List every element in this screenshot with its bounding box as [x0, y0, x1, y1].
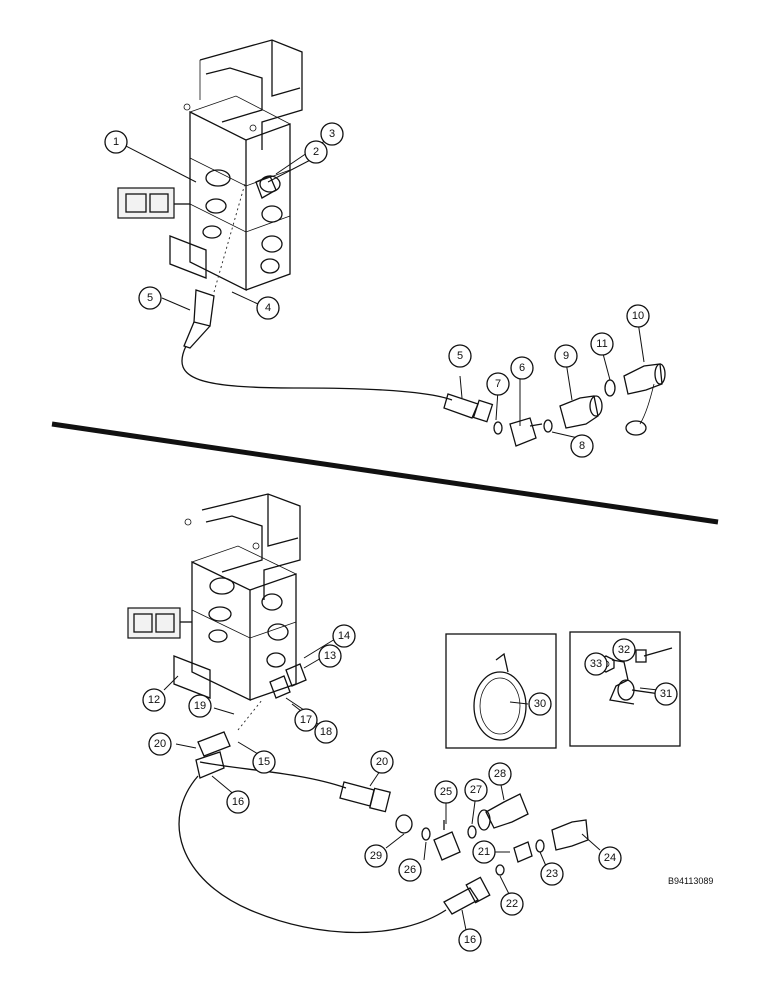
svg-text:18: 18	[320, 726, 332, 738]
svg-text:16: 16	[232, 796, 244, 808]
svg-text:1: 1	[113, 136, 119, 148]
reference-code: B94113089	[668, 876, 713, 886]
callout-33: 33	[584, 652, 608, 676]
callout-20: 20	[370, 750, 394, 774]
callout-14: 14	[332, 624, 356, 648]
callout-29: 29	[364, 844, 388, 868]
hose-assembly-top	[181, 179, 494, 423]
svg-text:23: 23	[546, 868, 558, 880]
svg-text:10: 10	[632, 310, 644, 322]
hose-assembly-bottom	[178, 699, 491, 934]
callout-24: 24	[598, 846, 622, 870]
svg-text:29: 29	[370, 850, 382, 862]
svg-text:31: 31	[660, 688, 672, 700]
svg-text:22: 22	[506, 898, 518, 910]
callout-19: 19	[188, 694, 212, 718]
callout-2: 2	[304, 140, 328, 164]
callout-7: 7	[486, 372, 510, 396]
callout-12: 12	[142, 688, 166, 712]
svg-text:6: 6	[519, 362, 525, 374]
callout-3: 3	[320, 122, 344, 146]
svg-text:17: 17	[300, 714, 312, 726]
callout-15: 15	[252, 750, 276, 774]
svg-text:24: 24	[604, 852, 616, 864]
callout-10: 10	[626, 304, 650, 328]
svg-text:26: 26	[404, 864, 416, 876]
callouts: 1 2 3 4 5 5 6 7 8 9 10 11 12 13 14 15 16…	[104, 122, 678, 952]
svg-text:14: 14	[338, 630, 350, 642]
callout-6: 6	[510, 356, 534, 380]
callout-28: 28	[488, 762, 512, 786]
svg-text:5: 5	[457, 350, 463, 362]
callout-22: 22	[500, 892, 524, 916]
callout-21: 21	[472, 840, 496, 864]
callout-23: 23	[540, 862, 564, 886]
svg-text:3: 3	[329, 128, 335, 140]
callout-20: 20	[148, 732, 172, 756]
control-valve-bottom	[127, 493, 307, 702]
callout-27: 27	[464, 778, 488, 802]
callout-26: 26	[398, 858, 422, 882]
svg-text:11: 11	[596, 338, 607, 350]
svg-text:7: 7	[495, 378, 501, 390]
callout-25: 25	[434, 780, 458, 804]
callout-leaders	[125, 135, 659, 931]
svg-text:21: 21	[478, 846, 490, 858]
svg-text:20: 20	[376, 756, 388, 768]
svg-text:19: 19	[194, 700, 206, 712]
svg-text:33: 33	[590, 658, 602, 670]
svg-text:20: 20	[154, 738, 166, 750]
control-valve-top	[117, 39, 303, 292]
svg-text:27: 27	[470, 784, 482, 796]
callout-9: 9	[554, 344, 578, 368]
svg-text:8: 8	[579, 440, 585, 452]
callout-30: 30	[528, 692, 552, 716]
callout-16: 16	[458, 928, 482, 952]
callout-17: 17	[294, 708, 318, 732]
callout-1: 1	[104, 130, 128, 154]
inset-clamp	[445, 633, 557, 749]
callout-5: 5	[448, 344, 472, 368]
svg-text:30: 30	[534, 698, 546, 710]
top-couplers	[493, 363, 666, 447]
svg-text:15: 15	[258, 756, 270, 768]
svg-text:25: 25	[440, 786, 452, 798]
svg-text:2: 2	[313, 146, 319, 158]
svg-text:12: 12	[148, 694, 160, 706]
svg-text:32: 32	[618, 644, 630, 656]
callout-13: 13	[318, 644, 342, 668]
svg-text:13: 13	[324, 650, 336, 662]
bottom-couplers	[395, 793, 589, 876]
callout-4: 4	[256, 296, 280, 320]
callout-16: 16	[226, 790, 250, 814]
section-divider	[51, 421, 719, 525]
svg-text:5: 5	[147, 292, 153, 304]
callout-11: 11	[590, 332, 614, 356]
svg-text:28: 28	[494, 768, 506, 780]
callout-5: 5	[138, 286, 162, 310]
svg-text:16: 16	[464, 934, 476, 946]
callout-18: 18	[314, 720, 338, 744]
svg-text:4: 4	[265, 302, 271, 314]
callout-8: 8	[570, 434, 594, 458]
svg-text:9: 9	[563, 350, 569, 362]
callout-31: 31	[654, 682, 678, 706]
callout-32: 32	[612, 638, 636, 662]
